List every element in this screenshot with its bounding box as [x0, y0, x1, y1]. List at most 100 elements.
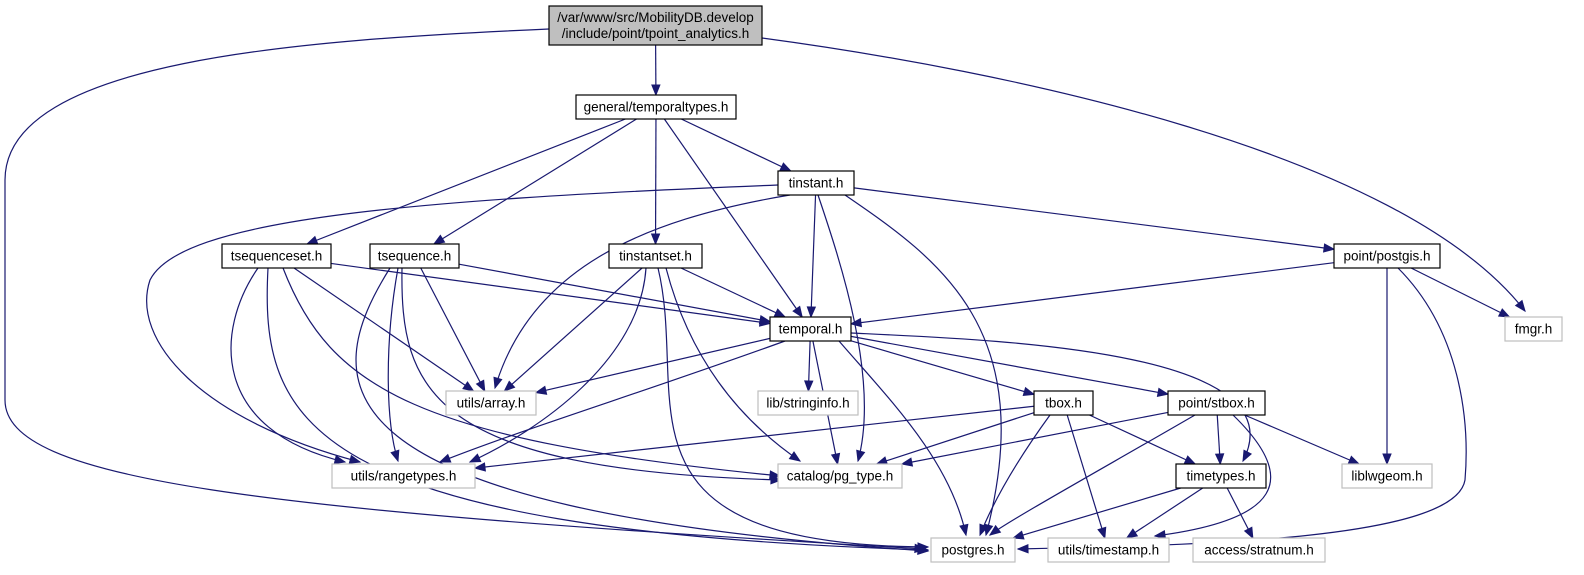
edge-tinstant-to-postgis-line [853, 187, 1335, 250]
edge-temporal-to-timetypes [850, 332, 1253, 463]
edge-postgis-to-temporal-arrowhead [849, 317, 863, 328]
edges-layer [4, 28, 1526, 556]
edge-stbox-to-pg_type-line [901, 411, 1169, 465]
edge-tinstant-to-postgis [853, 187, 1336, 253]
edge-tinstant-to-pg_type-arrowhead [856, 449, 866, 463]
edge-temporal-to-array-arrowhead [534, 385, 548, 395]
edge-postgis-to-fmgr-arrowhead [1497, 308, 1511, 318]
node-temporal-box [769, 316, 852, 342]
node-array[interactable]: utils/array.h [445, 390, 537, 416]
node-rangetypes[interactable]: utils/rangetypes.h [331, 463, 476, 489]
edge-temporaltypes-to-tinstant [681, 118, 792, 172]
edge-tinstant-to-temporal-arrowhead [806, 306, 817, 319]
edge-temporal-to-postgres [838, 340, 969, 537]
edge-tsequence-to-pg_type-arrowhead [770, 474, 783, 485]
edge-temporaltypes-to-tinstantset [650, 118, 661, 246]
node-postgres-box [930, 537, 1016, 563]
edge-tbox-to-postgres-arrowhead [979, 523, 989, 537]
node-stbox[interactable]: point/stbox.h [1167, 390, 1266, 416]
edge-postgis-to-liblwgeom-arrowhead [1382, 453, 1392, 466]
edge-tinstant-to-postgres-line [844, 194, 1002, 536]
edge-temporal-to-tbox-arrowhead [1022, 386, 1036, 396]
node-tinstantset[interactable]: tinstantset.h [608, 243, 703, 269]
node-temporal[interactable]: temporal.h [769, 316, 852, 342]
node-main[interactable]: /var/www/src/MobilityDB.develop/include/… [548, 5, 763, 46]
node-postgres[interactable]: postgres.h [930, 537, 1016, 563]
edge-tinstantset-to-postgres-arrowhead [917, 542, 930, 552]
node-tinstant[interactable]: tinstant.h [777, 170, 855, 196]
node-stbox-label-0: point/stbox.h [1178, 396, 1255, 411]
node-postgres-label-0: postgres.h [941, 543, 1004, 558]
edge-timetypes-to-stratnum [1226, 487, 1254, 540]
edge-temporaltypes-to-tsequence-arrowhead [432, 234, 446, 245]
edge-tsequenceset-to-array-arrowhead [462, 381, 475, 392]
node-tsequenceset[interactable]: tsequenceset.h [221, 243, 332, 269]
edge-temporaltypes-to-temporal-arrowhead [792, 305, 803, 319]
edge-tinstantset-to-temporal-line [680, 267, 786, 318]
edge-main-to-fmgr-arrowhead [1514, 299, 1526, 313]
node-tsequence-box [369, 243, 460, 269]
node-postgis[interactable]: point/postgis.h [1333, 243, 1441, 269]
edge-tsequence-to-rangetypes-arrowhead [390, 449, 400, 463]
edge-tsequence-to-pg_type-line [401, 267, 782, 481]
node-pg_type[interactable]: catalog/pg_type.h [777, 463, 903, 489]
node-tsequence[interactable]: tsequence.h [369, 243, 460, 269]
node-temporal-label-0: temporal.h [779, 322, 843, 337]
node-timestamp[interactable]: utils/timestamp.h [1047, 537, 1170, 563]
node-rangetypes-box [331, 463, 476, 489]
edge-main-to-temporaltypes-arrowhead [651, 84, 661, 97]
edge-temporaltypes-to-temporal [663, 118, 803, 319]
node-tbox[interactable]: tbox.h [1033, 390, 1094, 416]
edge-timetypes-to-postgres-line [1013, 487, 1181, 539]
edge-tinstant-to-array [493, 194, 791, 390]
node-fmgr-label-0: fmgr.h [1515, 322, 1553, 337]
edge-temporal-to-rangetypes [438, 340, 786, 463]
edge-tsequenceset-to-array-line [293, 267, 474, 392]
edge-tinstant-to-postgis-arrowhead [1322, 243, 1336, 253]
node-stringinfo[interactable]: lib/stringinfo.h [757, 390, 859, 416]
edge-stbox-to-postgres-arrowhead [988, 524, 1002, 536]
node-temporaltypes[interactable]: general/temporaltypes.h [575, 94, 737, 120]
node-tinstantset-box [608, 243, 703, 269]
nodes-layer: /var/www/src/MobilityDB.develop/include/… [221, 5, 1563, 563]
edge-postgis-to-liblwgeom [1382, 268, 1392, 466]
edge-tsequenceset-to-pg_type-line [282, 267, 781, 477]
node-timetypes[interactable]: timetypes.h [1175, 463, 1267, 489]
edge-temporal-to-tbox-line [850, 340, 1035, 395]
edge-temporal-to-stringinfo-arrowhead [804, 380, 814, 393]
edge-tbox-to-pg_type-line [876, 412, 1035, 465]
edge-tinstant-to-rangetypes-line [146, 184, 779, 463]
node-timetypes-box [1175, 463, 1267, 489]
edge-tinstantset-to-rangetypes-arrowhead [468, 453, 482, 463]
node-rangetypes-label-0: utils/rangetypes.h [351, 469, 457, 484]
node-liblwgeom[interactable]: liblwgeom.h [1341, 463, 1433, 489]
edge-stbox-to-pg_type-arrowhead [900, 457, 914, 467]
edge-tbox-to-timetypes [1089, 414, 1197, 465]
edge-temporal-to-tbox [850, 340, 1036, 396]
edge-tsequenceset-to-array [293, 267, 475, 392]
edge-tinstantset-to-pg_type-arrowhead [788, 451, 802, 462]
node-fmgr[interactable]: fmgr.h [1504, 316, 1563, 342]
edge-stbox-to-timetypes-arrowhead [1214, 453, 1225, 466]
edge-tinstantset-to-array [503, 267, 643, 392]
edge-timetypes-to-postgres [1011, 487, 1181, 540]
edge-postgis-to-postgres [1016, 267, 1467, 554]
edge-postgis-to-fmgr [1410, 267, 1511, 318]
edge-temporal-to-rangetypes-line [439, 340, 786, 463]
edge-temporal-to-postgres-line [838, 340, 967, 536]
edge-tinstantset-to-rangetypes-line [469, 267, 647, 463]
edge-temporaltypes-to-tsequenceset [305, 118, 626, 245]
node-tbox-box [1033, 390, 1094, 416]
edge-tinstantset-to-rangetypes [468, 267, 647, 463]
node-stratnum[interactable]: access/stratnum.h [1192, 537, 1326, 563]
node-timestamp-label-0: utils/timestamp.h [1058, 543, 1159, 558]
edge-tsequence-to-pg_type [401, 267, 783, 485]
edge-temporal-to-pg_type-arrowhead [830, 452, 841, 466]
edge-tbox-to-rangetypes [473, 405, 1035, 472]
node-stratnum-box [1192, 537, 1326, 563]
edge-tinstantset-to-array-arrowhead [503, 380, 516, 392]
edge-stbox-to-timetypes [1214, 414, 1225, 466]
node-tsequenceset-box [221, 243, 332, 269]
